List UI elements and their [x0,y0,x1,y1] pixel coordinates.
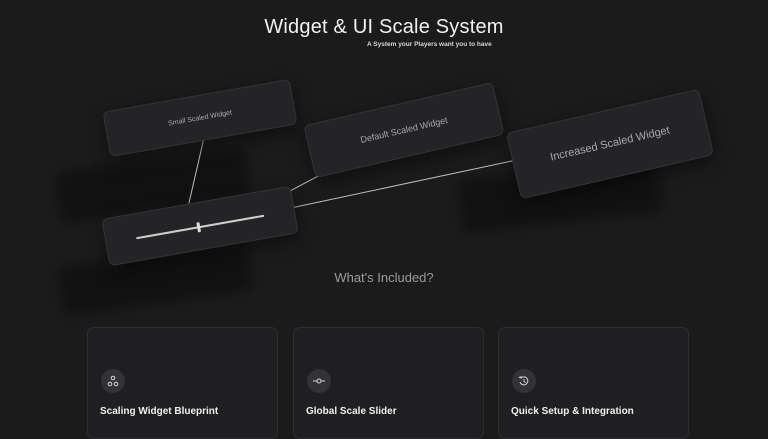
history-icon [512,369,536,393]
feature-card-scaling-widget: Scaling Widget Blueprint [87,327,278,439]
default-scaled-widget: Default Scaled Widget [303,81,505,179]
small-scaled-widget: Small Scaled Widget [102,78,298,158]
section-title: What's Included? [334,270,434,285]
page-subtitle: A System your Players want you to have [367,41,492,48]
feature-label: Quick Setup & Integration [511,406,634,417]
page-title: Widget & UI Scale System [264,16,504,38]
connector-line [287,175,320,193]
slider-icon [307,369,331,393]
feature-label: Global Scale Slider [306,406,397,417]
slider-thumb[interactable] [196,222,202,233]
default-widget-label: Default Scaled Widget [359,115,449,145]
increased-widget-label: Increased Scaled Widget [549,124,671,164]
small-widget-label: Small Scaled Widget [167,108,233,128]
feature-card-quick-setup: Quick Setup & Integration [498,327,689,439]
feature-label: Scaling Widget Blueprint [100,406,219,417]
nodes-icon [101,369,125,393]
feature-card-global-slider: Global Scale Slider [293,327,484,439]
